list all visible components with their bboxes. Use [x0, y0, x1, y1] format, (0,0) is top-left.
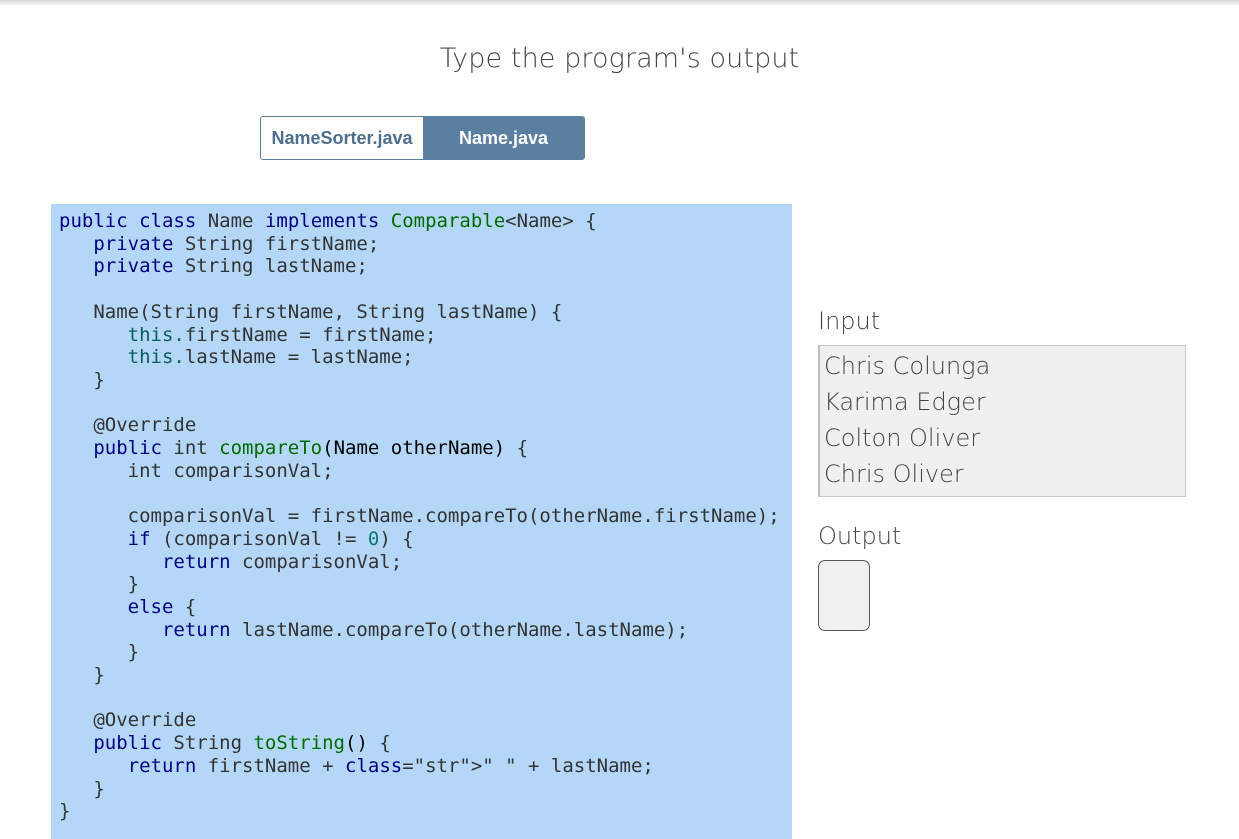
code-line: @Override: [59, 709, 197, 732]
code-line: }: [59, 573, 140, 596]
code-line: if (comparisonVal != 0) {: [127, 527, 414, 550]
code-line: this.firstName = firstName;: [127, 323, 437, 346]
input-line: Colton Oliver: [824, 424, 981, 452]
code-line: public class Name implements Comparable<…: [59, 210, 597, 232]
input-label: Input: [818, 307, 881, 335]
code-line: public int compareTo(Name otherName) {: [93, 437, 529, 460]
code-line: int comparisonVal;: [59, 459, 334, 482]
tab-namesorter-java[interactable]: NameSorter.java: [261, 117, 423, 159]
code-line: }: [59, 664, 105, 687]
input-line: Chris Oliver: [824, 460, 964, 488]
file-tabs: NameSorter.java Name.java: [260, 116, 585, 160]
top-shadow: [0, 0, 1239, 6]
code-line: }: [59, 777, 105, 800]
input-line: Karima Edger: [824, 388, 986, 416]
page-title: Type the program's output: [439, 43, 800, 74]
input-line: Chris Colunga: [824, 352, 991, 380]
code-line: Name(String firstName, String lastName) …: [59, 300, 563, 323]
code-line: @Override: [59, 414, 197, 437]
output-field[interactable]: [818, 560, 870, 631]
code-line: return comparisonVal;: [161, 550, 403, 573]
code-line: }: [59, 800, 71, 823]
tab-name-java[interactable]: Name.java: [423, 117, 584, 159]
code-line: return firstName + class="str">" ": [127, 754, 517, 777]
output-label: Output: [818, 522, 902, 550]
code-line: private String firstName;: [93, 232, 380, 255]
code-line: return lastName.compareTo(otherName.last…: [161, 618, 689, 641]
code-line: }: [59, 641, 140, 664]
code-line: public String toString() {: [93, 732, 391, 755]
code-line: }: [59, 368, 105, 391]
code-line: comparisonVal = firstName.compareTo(othe…: [59, 505, 780, 528]
code-block: public class Name implements Comparable<…: [59, 210, 780, 823]
code-line: this.lastName = lastName;: [127, 346, 414, 369]
code-line: private String lastName;: [93, 255, 368, 278]
code-panel: public class Name implements Comparable<…: [51, 204, 792, 839]
code-line: else {: [127, 595, 197, 618]
